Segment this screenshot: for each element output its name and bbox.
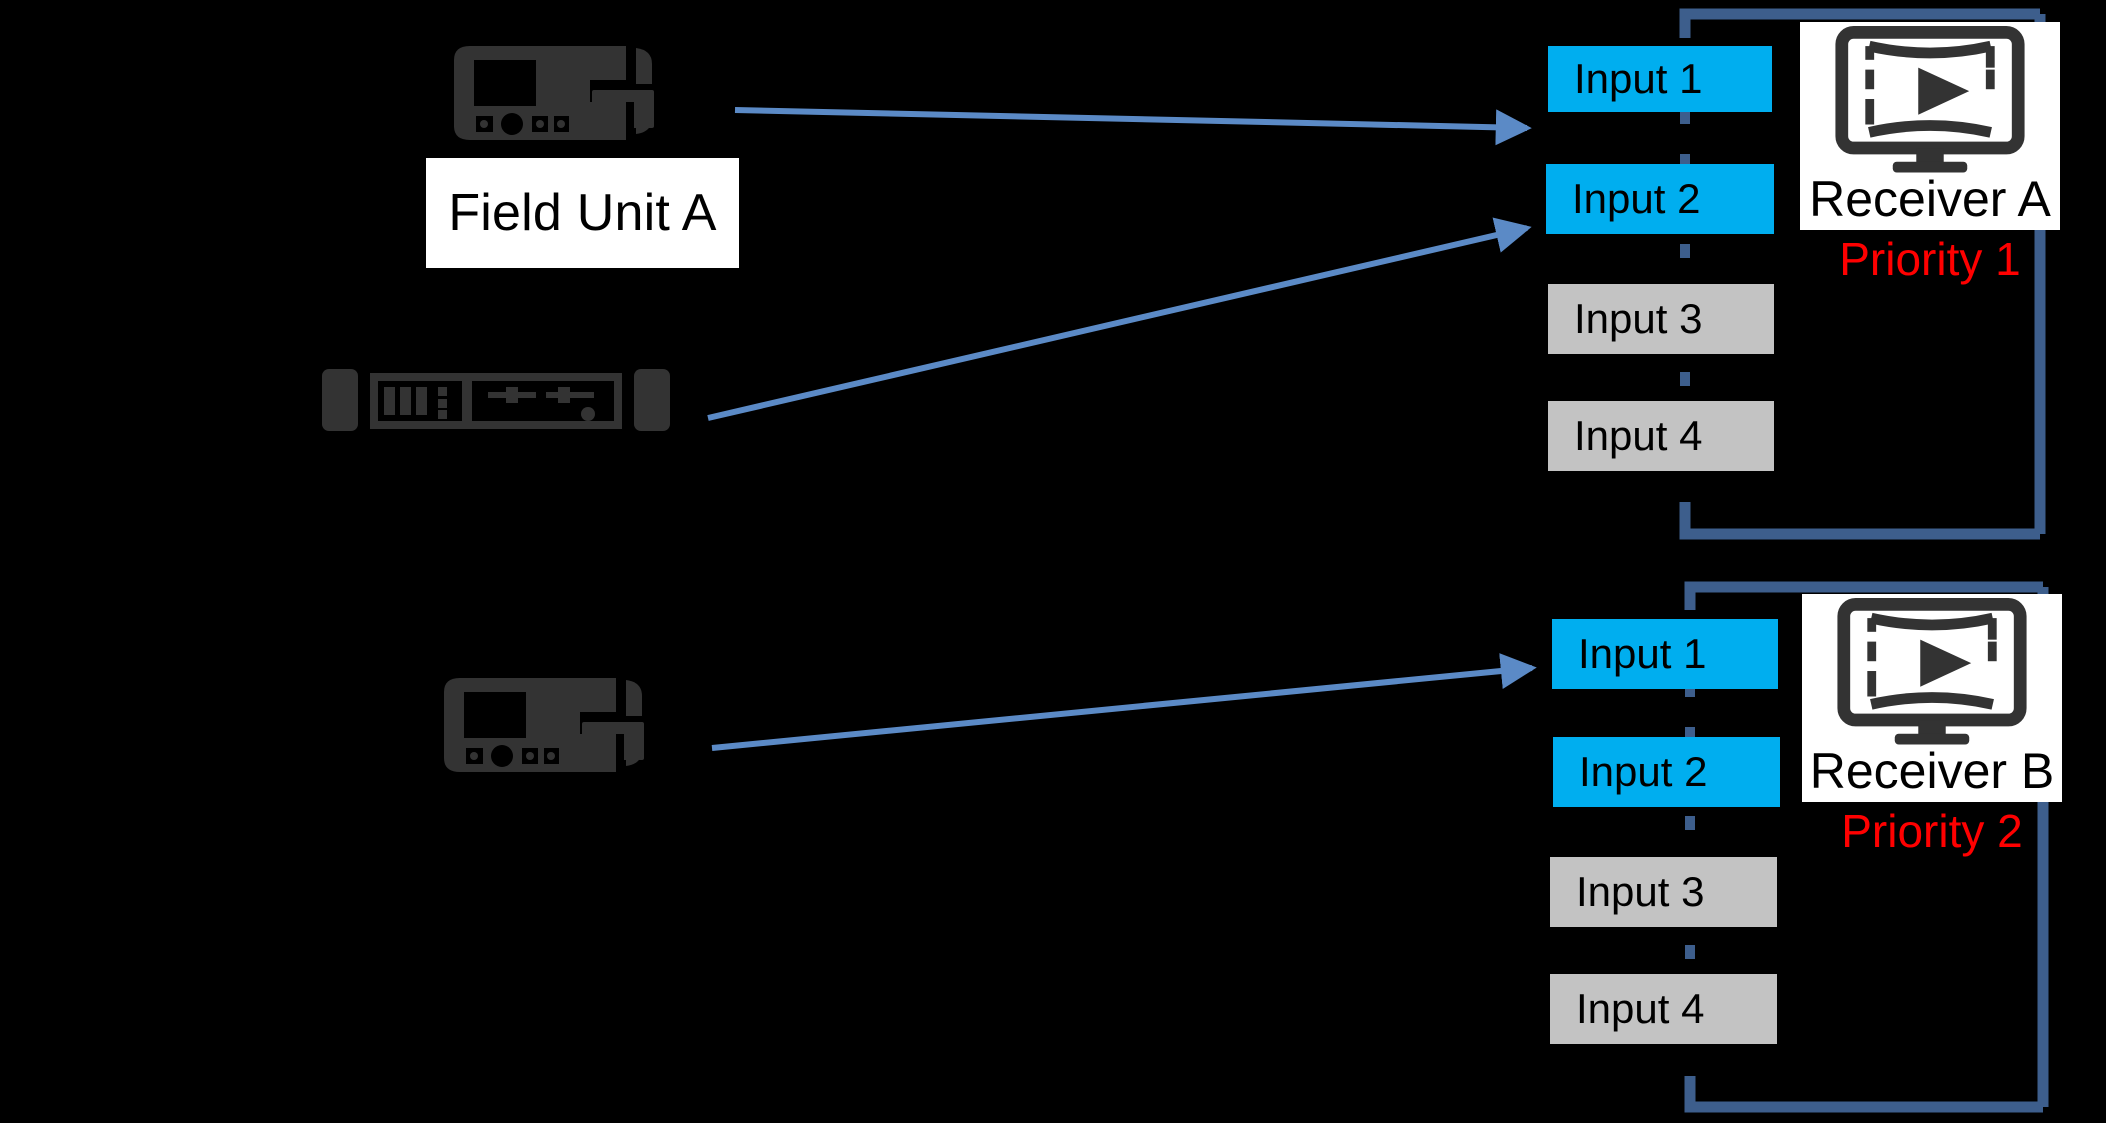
field-unit-a-icon [440,38,670,148]
arrow-rack-to-input2 [707,217,1532,421]
receiver-b-plate: Receiver B [1802,594,2062,802]
receiver-b-input-1[interactable]: Input 1 [1552,619,1778,689]
receiver-a-priority: Priority 1 [1800,236,2060,282]
receiver-b-input-4-label: Input 4 [1576,985,1705,1032]
receiver-a-plate: Receiver A [1800,22,2060,230]
arrow-fieldunitb-to-input1b [711,653,1537,751]
receiver-a-input-1[interactable]: Input 1 [1548,46,1772,112]
arrow-fieldunita-to-input1 [734,107,1532,146]
field-unit-icon [444,678,644,772]
receiver-b-priority: Priority 2 [1802,808,2062,854]
receiver-a-input-1-label: Input 1 [1574,55,1703,102]
receiver-b-input-1-label: Input 1 [1578,630,1707,677]
field-unit-a-label: Field Unit A [448,184,717,242]
receiver-a-input-2-label: Input 2 [1572,175,1701,222]
receiver-a-priority-text: Priority 1 [1839,233,2021,285]
receiver-b-input-2-label: Input 2 [1579,748,1708,795]
receiver-b-input-3[interactable]: Input 3 [1550,857,1777,927]
receiver-b-input-4[interactable]: Input 4 [1550,974,1777,1044]
receiver-a-input-3[interactable]: Input 3 [1548,284,1774,354]
receiver-a-input-3-label: Input 3 [1574,295,1703,342]
receiver-a-input-4[interactable]: Input 4 [1548,401,1774,471]
field-unit-a-label-plate: Field Unit A [426,158,739,268]
rack-encoder-icon-glyph [322,369,670,431]
source-arrows [707,107,1537,751]
receiver-a-name: Receiver A [1809,171,2051,227]
receiver-b-input-3-label: Input 3 [1576,868,1705,915]
receiver-b-name: Receiver B [1809,743,2055,799]
receiver-b-input-2[interactable]: Input 2 [1553,737,1780,807]
receiver-a-input-4-label: Input 4 [1574,412,1703,459]
field-unit-icon [454,46,654,140]
rack-encoder-icon [322,365,670,437]
monitor-play-icon [1835,26,2025,173]
monitor-play-icon [1837,598,2027,745]
receiver-b-priority-text: Priority 2 [1841,805,2023,857]
receiver-a-input-2[interactable]: Input 2 [1546,164,1774,234]
field-unit-b-icon [430,670,660,780]
